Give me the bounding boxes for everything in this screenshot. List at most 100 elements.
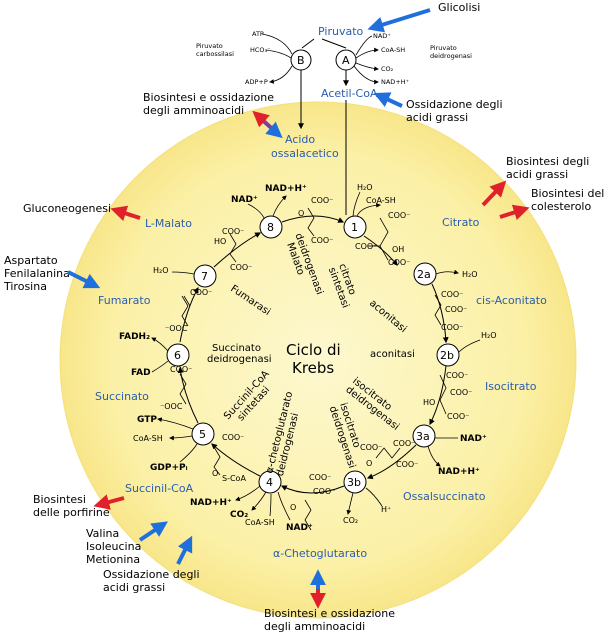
- metabolite-citrato: Citrato: [442, 216, 480, 229]
- side-aspartato: Aspartato: [4, 254, 58, 267]
- arrow-aspartato-in: [67, 270, 101, 289]
- side-ossidazione-bottom-2: acidi grassi: [103, 581, 165, 594]
- citrato-coo-1: COO⁻: [388, 211, 410, 220]
- isocit-coo-2: COO⁻: [450, 388, 472, 397]
- cofactor-h2o-7: H₂O: [153, 266, 169, 275]
- metabolite-acido-2: ossalacetico: [271, 147, 339, 160]
- arrow-ammino-top-in: [265, 121, 283, 139]
- cofactor-fadh2-6: FADH₂: [119, 332, 150, 342]
- cofactor-nadh-A: NAD+H⁺: [381, 78, 409, 86]
- arrow-ammino-top-out: [252, 110, 270, 128]
- structure-succinato: [179, 373, 187, 405]
- title-line-2: Krebs: [292, 359, 334, 377]
- arc-B-2: [265, 49, 292, 59]
- step-2b: 2b: [436, 343, 460, 367]
- arrow-to-acidi-grassi: [481, 180, 507, 207]
- cofactor-gdp-5: GDP+Pᵢ: [150, 463, 188, 473]
- arc-step6-a: [151, 337, 169, 352]
- cofactor-hco3-B: HCO₃⁻: [250, 46, 271, 54]
- structure-citrato: [368, 217, 389, 261]
- arc-step3a-b: [427, 445, 441, 467]
- step-8: 8: [259, 215, 283, 239]
- side-biosintesi-acidi-grassi-2: acidi grassi: [506, 168, 568, 181]
- side-isoleucina: Isoleucina: [86, 540, 141, 553]
- cofactor-co2-A: CO₂: [381, 65, 394, 73]
- arc-step3b-a: [365, 487, 383, 507]
- side-valina: Valina: [86, 527, 119, 540]
- arrow-3a-to-3b: [366, 444, 417, 480]
- arc-step5-b: [169, 435, 193, 441]
- metabolite-fumarato: Fumarato: [98, 294, 151, 307]
- side-biosintesi-porfirine-2: delle porfirine: [33, 506, 110, 519]
- arrow-to-colesterolo: [499, 204, 530, 221]
- step-1: 1: [343, 215, 367, 239]
- cofactor-coash-4: CoA-SH: [245, 518, 275, 527]
- cofactor-nadh-4: NAD+H⁺: [190, 498, 232, 508]
- metabolite-alfa-chetoglutarato: α-Chetoglutarato: [273, 547, 367, 560]
- cofactor-fad-6: FAD: [131, 368, 151, 378]
- isocit-ho: HO: [423, 398, 435, 407]
- step-6: 6: [166, 343, 190, 367]
- structure-l-malato: [229, 233, 237, 263]
- step-4: 4: [258, 470, 282, 494]
- side-biosintesi-ammino-bottom-2: degli amminoacidi: [264, 620, 365, 633]
- enzyme-piruvato-deidrogenasi-2: deidrogenasi: [430, 52, 472, 60]
- succcoa-coo: COO⁻: [222, 433, 244, 442]
- arc-step4-a: [235, 485, 261, 502]
- structure-fumarato: [181, 295, 191, 327]
- arrow-glicolisi-in: [367, 8, 431, 33]
- metabolite-piruvato: Piruvato: [318, 25, 364, 38]
- metabolite-l-malato: L-Malato: [145, 217, 192, 230]
- oaa-coo-1: COO⁻: [311, 196, 333, 205]
- cisacon-coo-3: COO⁻: [441, 323, 463, 332]
- cofactor-nadh-3a: NAD+H⁺: [438, 467, 480, 477]
- step-3b: 3b: [343, 470, 367, 494]
- side-metionina: Metionina: [86, 553, 140, 566]
- isocit-coo-3: COO⁻: [447, 412, 469, 421]
- side-biosintesi-ammino-top-1: Biosintesi e ossidazione: [143, 91, 274, 104]
- enzyme-piruvato-carbossilasi-1: Piruvato: [196, 42, 223, 50]
- arrow-6-to-7: [179, 286, 199, 343]
- step-label-1: 1: [351, 221, 358, 234]
- cofactor-coash-1: CoA-SH: [366, 196, 396, 205]
- enzyme-succinato-deidrogenasi-2: deidrogenasi: [207, 354, 272, 365]
- title-line-1: Ciclo di: [286, 341, 341, 359]
- step-7: 7: [193, 264, 217, 288]
- metabolite-ossalsuccinato: Ossalsuccinato: [403, 490, 486, 503]
- structure-ossalsuccinato: [375, 447, 401, 459]
- side-gluconeogenesi: Gluconeogenesi: [23, 202, 111, 215]
- arrow-ossidazione-bottom-in: [176, 535, 193, 565]
- step-label-8: 8: [267, 221, 274, 234]
- side-ossidazione-top-2: acidi grassi: [406, 111, 468, 124]
- structure-ossalacetato: [307, 207, 315, 237]
- structure-cis-aconitato: [434, 294, 442, 326]
- cofactor-co2-3b: CO₂: [343, 516, 358, 525]
- citrato-coo-2: COO⁻: [355, 242, 377, 251]
- step-2a: 2a: [413, 262, 437, 286]
- arc-step1-b: [356, 202, 381, 217]
- arc-step6-b: [151, 360, 169, 373]
- fum-ooc: ⁻OOC: [165, 324, 188, 333]
- cofactor-coash-A: CoA-SH: [381, 46, 405, 54]
- cheto-coo-1: COO⁻: [309, 473, 331, 482]
- arc-A-4: [353, 65, 379, 85]
- succ-coo-1: COO⁻: [170, 365, 192, 374]
- step-label-B: B: [297, 54, 305, 67]
- arrow-piruvato-to-A: [321, 38, 347, 49]
- cofactor-coash-5: CoA-SH: [133, 434, 163, 443]
- ossals-coo-1: COO⁻: [360, 443, 382, 452]
- side-tirosina: Tirosina: [3, 280, 47, 293]
- cofactor-nad-8: NAD⁺: [231, 195, 258, 205]
- arc-step4-b: [251, 491, 267, 511]
- arrow-2b-to-3a: [429, 365, 447, 426]
- side-biosintesi-acidi-grassi-1: Biosintesi degli: [506, 155, 589, 168]
- enzyme-piruvato-carbossilasi-2: carbossilasi: [196, 50, 234, 58]
- metabolite-isocitrato: Isocitrato: [485, 380, 537, 393]
- arrow-valina-in: [138, 521, 168, 542]
- arrow-2a-to-2b: [431, 283, 449, 344]
- metabolite-cis-aconitato: cis-Aconitato: [476, 294, 547, 307]
- ossals-coo-3: COO⁻: [396, 460, 418, 469]
- arc-step8-b: [272, 195, 287, 217]
- malato-coo-2: COO⁻: [230, 263, 252, 272]
